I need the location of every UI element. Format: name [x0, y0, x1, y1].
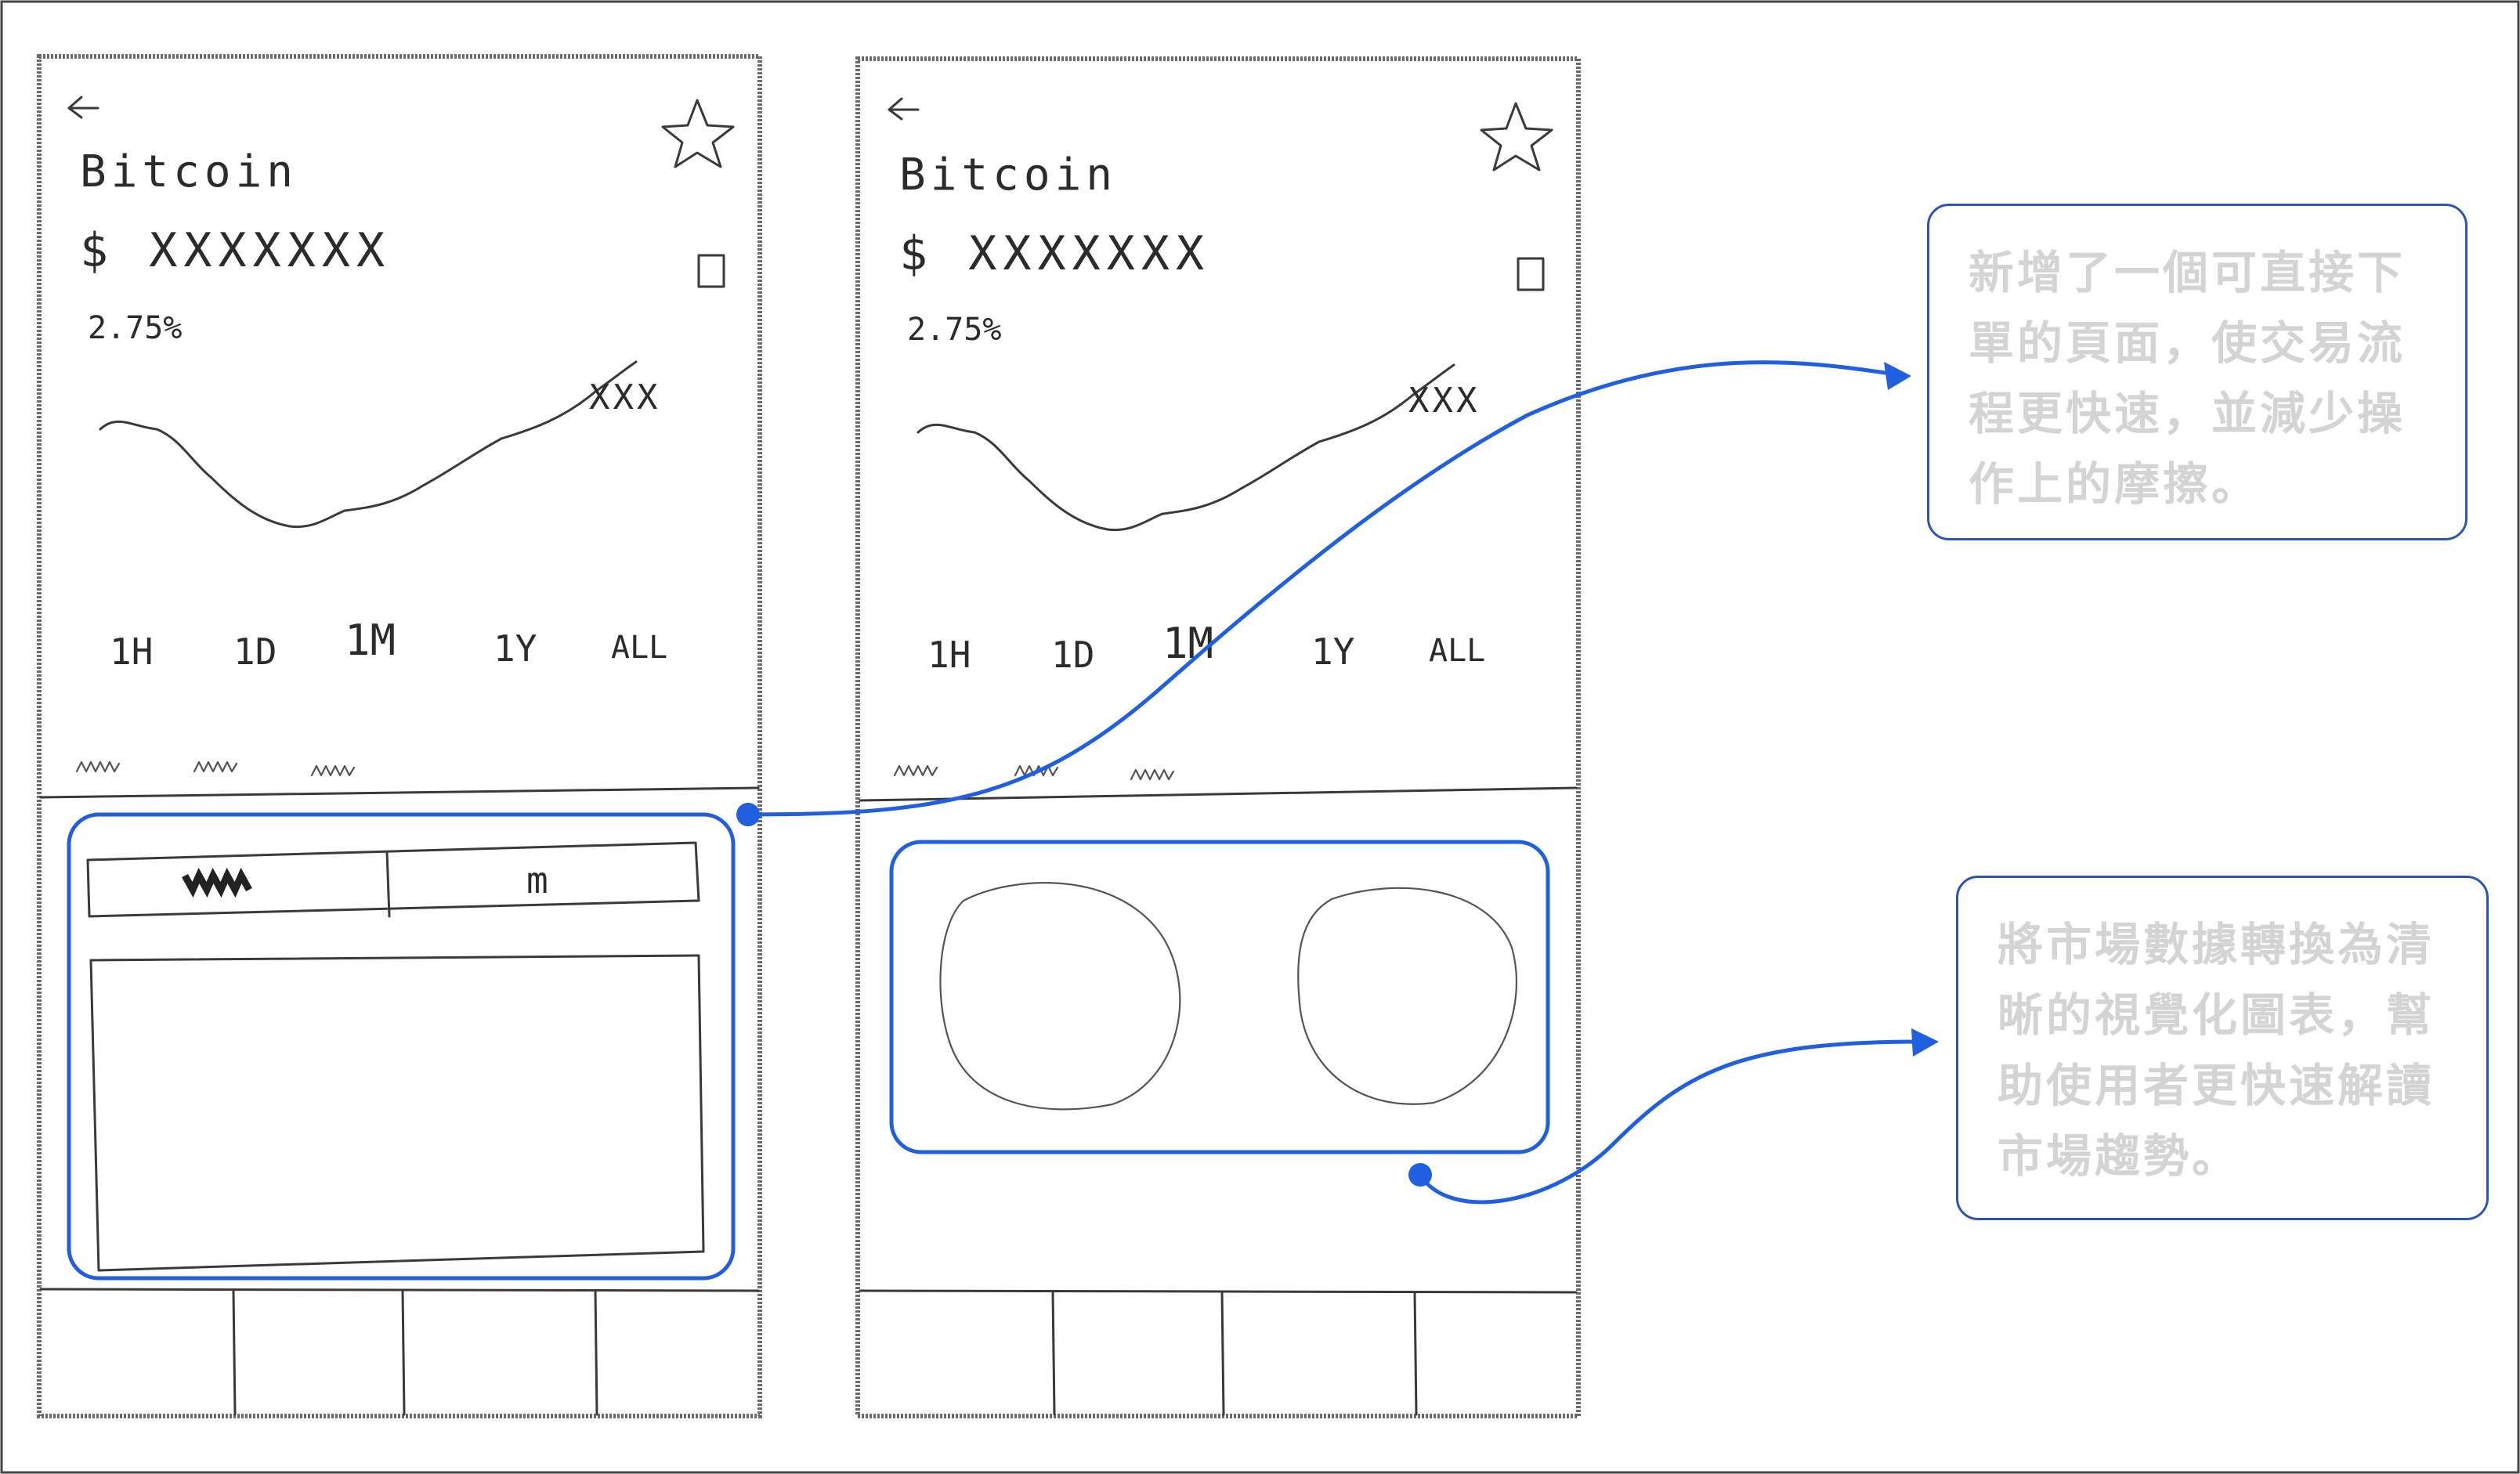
timeframe-1h[interactable]: 1H	[110, 630, 153, 673]
small-square-icon[interactable]	[697, 254, 725, 288]
price-chart: XXX	[917, 363, 1480, 532]
order-tab-bar[interactable]: m	[86, 841, 700, 918]
tab-label-scribble	[182, 867, 252, 898]
section-divider	[39, 786, 760, 799]
scribble-labels	[75, 760, 356, 777]
phone-frame	[37, 54, 762, 1418]
annotation-text-2: 將市場數據轉換為清晰的視覺化圖表，幫助使用者更快速解讀市場趨勢。	[1998, 918, 2435, 1183]
timeframe-tabs: 1H 1D 1M 1Y ALL	[927, 619, 1485, 676]
timeframe-1d[interactable]: 1D	[233, 630, 277, 673]
timeframe-1h[interactable]: 1H	[927, 634, 971, 676]
phone-mockup-2: Bitcoin $ XXXXXXX 2.75% XXX 1H 1D 1M 1Y …	[855, 56, 1581, 1418]
star-icon[interactable]	[661, 99, 735, 168]
price-value: $ XXXXXXX	[899, 226, 1210, 281]
connector-1	[736, 360, 1911, 826]
connector-2	[1408, 1028, 1939, 1205]
price-value: $ XXXXXXX	[80, 223, 391, 278]
order-content-box	[89, 954, 705, 1272]
donut-chart-left	[939, 882, 1181, 1111]
timeframe-tabs: 1H 1D 1M 1Y ALL	[110, 616, 667, 673]
star-icon[interactable]	[1480, 102, 1553, 172]
annotation-text-1: 新增了一個可直接下單的頁面，使交易流程更快速，並減少操作上的摩擦。	[1969, 246, 2406, 511]
back-arrow-icon[interactable]	[888, 97, 920, 121]
timeframe-all[interactable]: ALL	[611, 630, 667, 666]
highlight-order-panel	[67, 812, 736, 1281]
price-chart: XXX	[99, 360, 660, 529]
coin-name: Bitcoin	[899, 150, 1117, 201]
phone-mockup-1: Bitcoin $ XXXXXXX 2.75% XXX 1H 1D 1M 1Y …	[37, 54, 762, 1418]
timeframe-1m[interactable]: 1M	[345, 616, 396, 665]
highlight-chart-panel	[889, 840, 1550, 1154]
timeframe-1y[interactable]: 1Y	[494, 627, 537, 670]
timeframe-1m[interactable]: 1M	[1162, 619, 1213, 668]
percent-change: 2.75%	[88, 310, 182, 346]
timeframe-1y[interactable]: 1Y	[1311, 630, 1354, 673]
timeframe-1d[interactable]: 1D	[1051, 634, 1094, 676]
bottom-nav	[859, 1289, 1578, 1416]
timeframe-all[interactable]: ALL	[1429, 633, 1485, 669]
bottom-nav	[39, 1288, 760, 1416]
coin-name: Bitcoin	[80, 146, 298, 197]
tab-label: m	[526, 859, 548, 901]
peak-label: XXX	[589, 378, 660, 417]
price-line	[917, 363, 1455, 532]
phone-frame	[855, 56, 1581, 1418]
price-line	[99, 360, 638, 529]
arrowhead	[1911, 1028, 1939, 1057]
arrowhead	[1884, 362, 1911, 390]
small-square-icon[interactable]	[1517, 257, 1545, 291]
annotation-box-2: 將市場數據轉換為清晰的視覺化圖表，幫助使用者更快速解讀市場趨勢。	[1956, 876, 2489, 1220]
back-arrow-icon[interactable]	[67, 96, 99, 119]
donut-chart-right	[1297, 887, 1517, 1105]
annotation-box-1: 新增了一個可直接下單的頁面，使交易流程更快速，並減少操作上的摩擦。	[1927, 204, 2468, 540]
percent-change: 2.75%	[907, 312, 1001, 348]
peak-label: XXX	[1408, 381, 1480, 421]
